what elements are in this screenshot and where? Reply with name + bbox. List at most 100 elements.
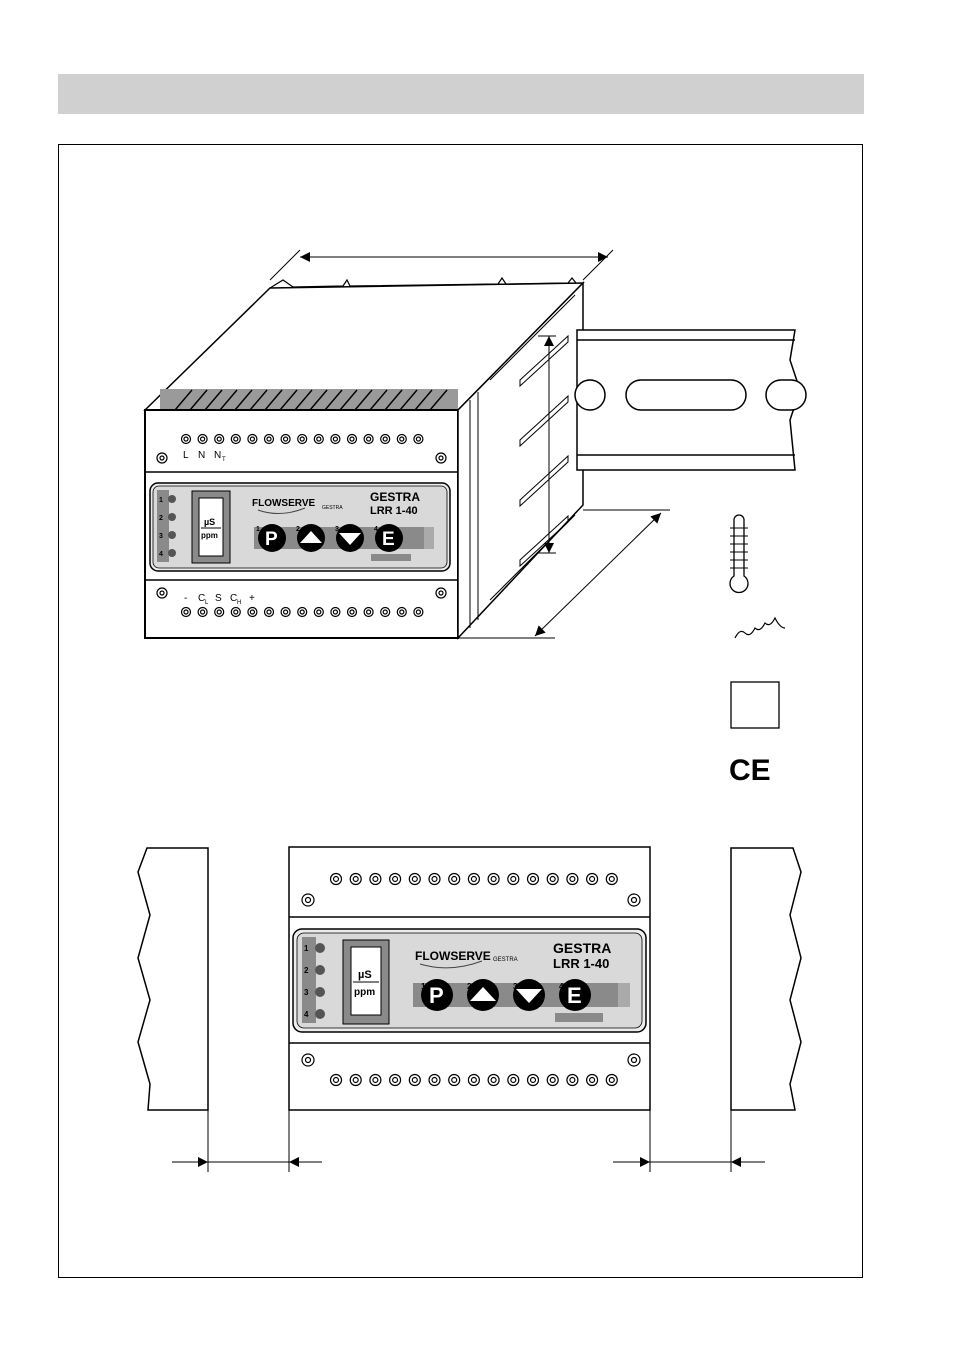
led-label-2: 2 [159, 515, 163, 522]
terminal-screw-center [332, 875, 340, 883]
terminal-screw-center [549, 875, 556, 883]
terminal-label-ch: C [230, 593, 237, 604]
button-p-front[interactable]: P [421, 979, 453, 1011]
terminal-screw-center [299, 436, 305, 442]
terminal-screw-center [470, 875, 477, 883]
model-name: LRR 1-40 [370, 505, 418, 517]
terminal-label-minus: - [184, 593, 187, 604]
brand-name: GESTRA [370, 490, 420, 504]
button-up-iso[interactable] [297, 524, 325, 552]
terminal-screw-center [569, 1076, 576, 1084]
terminal-screw-center [332, 609, 339, 615]
terminal-screw-center [490, 875, 497, 883]
button-number-3-front: 3 [513, 982, 518, 991]
wall-right [730, 847, 802, 1111]
button-number-2: 2 [296, 526, 300, 533]
terminal-screw-center [372, 1076, 379, 1084]
terminal-screw-center [233, 609, 239, 615]
terminal-screw-center [569, 875, 576, 883]
terminal-screw-center [282, 436, 289, 442]
terminal-label-l: L [183, 450, 189, 461]
display-unit-ppm-front: ppm [354, 987, 375, 998]
terminal-screw-center [608, 1076, 615, 1084]
terminal-screw-center [332, 1076, 340, 1084]
button-up-front[interactable] [467, 979, 499, 1011]
terminal-screw-center [352, 1076, 359, 1084]
terminal-screw-center [199, 436, 206, 442]
button-number-1: 1 [256, 526, 260, 533]
terminal-screw-center [451, 875, 458, 883]
display-unit-us: µS [204, 517, 215, 527]
logo-subtext-front: GESTRA [493, 957, 518, 963]
svg-text:P: P [265, 529, 278, 550]
terminal-screw-center [589, 875, 596, 883]
led-label-4-front: 4 [304, 1010, 309, 1019]
header-bar [58, 74, 864, 114]
terminal-screw-center [199, 609, 206, 615]
terminal-screw-center [399, 436, 405, 442]
terminal-screw-center [399, 609, 405, 615]
display-unit-ppm: ppm [201, 531, 218, 540]
terminal-screw-center [266, 436, 272, 442]
terminal-screw-center [233, 436, 239, 442]
figure-frame [58, 144, 863, 1278]
button-p-iso[interactable]: P [258, 524, 286, 552]
button-number-4: 4 [374, 526, 378, 533]
display-unit-us-front: µS [358, 969, 372, 981]
terminal-screw-center [451, 1076, 458, 1084]
bottom-terminal-row [180, 606, 424, 618]
terminal-screw-center [365, 609, 372, 615]
led-label-1-front: 1 [304, 944, 309, 953]
terminal-screw-center [249, 436, 256, 442]
front-panel-front: 1 2 3 4 µS ppm FLOWSERVE GESTRA GESTRA L… [292, 928, 647, 1033]
terminal-screw-center [282, 609, 289, 615]
terminal-screw-center [216, 436, 222, 442]
front-panel-iso: 1 2 3 4 µS ppm FLOWSERVE GESTRA GESTRA L… [149, 482, 451, 572]
terminal-subscript-h: H [237, 600, 241, 606]
isometric-device-view [143, 276, 807, 640]
terminal-label-plus: + [249, 593, 255, 604]
terminal-screw-center [608, 875, 615, 883]
led-label-3-front: 3 [304, 988, 309, 997]
led-label-1: 1 [159, 497, 163, 504]
button-down-front[interactable] [513, 979, 545, 1011]
button-number-3: 3 [335, 526, 339, 533]
led-label-3: 3 [159, 533, 163, 540]
humidity-wave-icon [734, 616, 786, 639]
svg-text:P: P [429, 983, 444, 1008]
terminal-screw-center [352, 875, 359, 883]
button-down-iso[interactable] [336, 524, 364, 552]
terminal-label-cl: C [198, 593, 205, 604]
terminal-label-nt: N [214, 450, 221, 461]
model-name-front: LRR 1-40 [553, 956, 609, 971]
front-bottom-terminal-row [329, 1073, 618, 1087]
terminal-screw-center [392, 1076, 399, 1084]
brand-name-front: GESTRA [553, 940, 611, 956]
terminal-screw-center [392, 875, 399, 883]
button-e-front[interactable]: E [559, 979, 591, 1011]
terminal-screw-center [529, 1076, 537, 1084]
terminal-screw-center [549, 1076, 556, 1084]
dimension-lines-iso [269, 249, 670, 639]
flowserve-logo: FLOWSERVE [252, 498, 315, 509]
flowserve-logo-front: FLOWSERVE [415, 949, 491, 963]
terminal-screw-center [510, 1076, 517, 1084]
button-e-iso[interactable]: E [375, 524, 403, 552]
terminal-screw-center [589, 1076, 596, 1084]
terminal-screw-center [299, 609, 305, 615]
enclosure-box-icon [730, 681, 780, 729]
terminal-subscript-l: L [205, 600, 209, 606]
svg-text:E: E [382, 529, 395, 550]
terminal-screw-center [266, 609, 272, 615]
button-number-2-front: 2 [467, 982, 472, 991]
svg-text:E: E [567, 983, 582, 1008]
terminal-screw-center [332, 436, 339, 442]
terminal-screw-center [349, 436, 355, 442]
terminal-screw-center [411, 875, 418, 883]
terminal-screw-center [183, 609, 189, 615]
logo-subtext: GESTRA [322, 505, 343, 511]
terminal-screw-center [411, 1076, 418, 1084]
front-top-terminal-row [329, 872, 618, 886]
thermometer-icon [729, 514, 749, 594]
